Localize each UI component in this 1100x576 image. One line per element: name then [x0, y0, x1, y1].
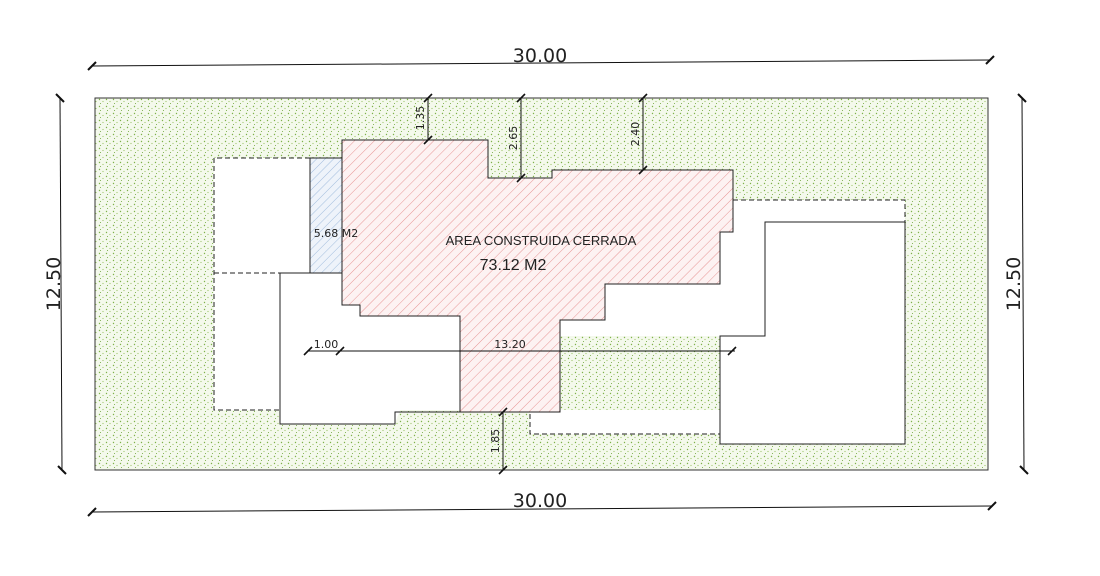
- dimension-lines: [55, 55, 1029, 517]
- dim-top-width: 30.00: [513, 45, 567, 67]
- dim-setback-c: 2.40: [629, 122, 642, 147]
- built-area-hatch: [341, 139, 734, 413]
- dim-left-height: 12.50: [43, 257, 65, 311]
- area-title: AREA CONSTRUIDA CERRADA: [446, 233, 637, 248]
- dim-setback-a: 1.35: [414, 106, 427, 131]
- side-area-label: 5.68 M2: [314, 227, 358, 240]
- area-value: 73.12 M2: [480, 257, 547, 274]
- dim-span-left: 1.00: [314, 338, 339, 351]
- dim-setback-bottom: 1.85: [489, 429, 502, 454]
- building-footprint-white: [214, 158, 905, 444]
- dim-span-main: 13.20: [494, 338, 526, 351]
- dim-right-height: 12.50: [1003, 257, 1025, 311]
- dim-setback-b: 2.65: [507, 126, 520, 151]
- dim-bottom-width: 30.00: [513, 490, 567, 512]
